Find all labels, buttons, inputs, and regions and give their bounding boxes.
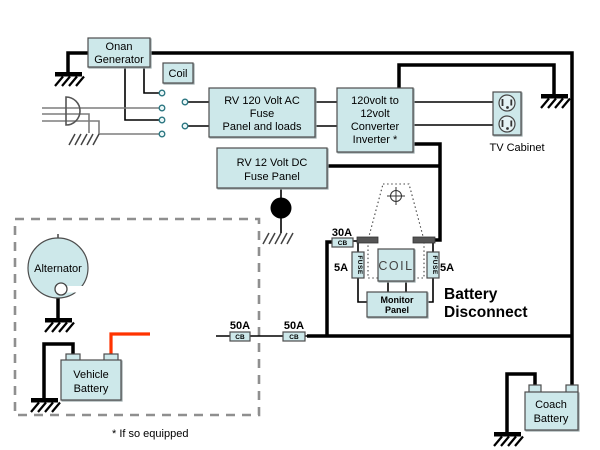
vehicle-battery-box: Vehicle Battery [60, 353, 122, 401]
wire-generator-ground [66, 51, 88, 72]
wire-generator-output-2 [124, 67, 159, 121]
outlet-icon-top [498, 94, 516, 112]
generator-label-2: Generator [94, 54, 144, 66]
converter-label-4: Inverter * [353, 134, 398, 146]
monitor-panel-label-2: Panel [385, 305, 409, 315]
breaker-50a-left-cb-label: CB [235, 334, 245, 341]
monitor-panel-label-1: Monitor [381, 295, 414, 305]
fuse-left-rating: 5A [334, 262, 348, 274]
main-breakers: CB 50A CB 50A [229, 320, 306, 342]
breaker-30a-cb-label: CB [338, 240, 348, 247]
junction-dot [270, 197, 292, 219]
disconnect-right-terminal [412, 236, 436, 244]
ground-symbol-generator [53, 70, 86, 88]
coach-battery-label-1: Coach [535, 399, 567, 411]
wire-shore-ground [42, 113, 90, 133]
fuse-left-box [351, 251, 365, 279]
terminal-panel-1 [181, 98, 189, 106]
ground-symbol-coach-battery [492, 430, 525, 448]
terminal-shore-1 [158, 104, 166, 112]
shore-power-plug-icon [65, 96, 81, 126]
fuse-left-label: FUSE [356, 255, 363, 275]
battery-disconnect-housing-outline [367, 183, 425, 279]
breaker-50a-right-cb-label: CB [289, 334, 299, 341]
alternator-pulley-icon [54, 282, 68, 296]
battery-disconnect-title-1: Battery [444, 286, 498, 303]
wire-left-fuse-to-monitor [357, 278, 367, 303]
monitor-panel-box [366, 291, 428, 318]
coach-battery-box: Coach Battery [524, 384, 579, 431]
ac-fuse-panel-box: RV 120 Volt AC Fuse Panel and loads [208, 87, 316, 138]
vehicle-battery-label-2: Battery [74, 383, 109, 395]
ground-symbol-vehicle-battery [29, 396, 62, 414]
battery-disconnect-title-2: Disconnect [444, 304, 528, 321]
wire-converter-dc-output [413, 142, 442, 242]
breaker-50a-left-rating: 50A [230, 320, 250, 332]
terminal-shore-2 [158, 130, 166, 138]
alternator-label: Alternator [34, 263, 82, 275]
disconnect-left-terminal [356, 236, 379, 244]
fuse-right-label: FUSE [431, 255, 438, 275]
fuse-right-rating: 5A [440, 262, 454, 274]
wire-30a-drop [325, 240, 332, 336]
wire-vehicle-battery-positive [109, 332, 150, 354]
converter-box: 120volt to 12volt Converter Inverter * [336, 87, 414, 153]
tv-cabinet-outlet: TV Cabinet [489, 91, 545, 154]
generator-label-1: Onan [106, 41, 133, 53]
disconnect-coil-label: COIL [378, 259, 413, 273]
converter-label-3: Converter [351, 121, 400, 133]
terminal-gen-2 [158, 116, 166, 124]
dc-fuse-panel-box: RV 12 Volt DC Fuse Panel [216, 147, 328, 189]
dc-fuse-panel-label-2: Fuse Panel [244, 171, 300, 183]
terminal-gen-1 [158, 89, 166, 97]
ac-fuse-panel-label-3: Panel and loads [223, 121, 302, 133]
dc-fuse-panel-label-1: RV 12 Volt DC [237, 157, 308, 169]
if-so-equipped-boundary [13, 217, 261, 417]
wire-shore-line-2 [42, 120, 159, 135]
wires [42, 51, 574, 432]
wire-generator-to-coach-battery [150, 51, 574, 385]
generator-box: Onan Generator [87, 37, 151, 68]
vehicle-battery-label-1: Vehicle [73, 369, 108, 381]
wire-generator-output-1 [143, 67, 159, 94]
alternator: Alternator [27, 234, 89, 299]
breaker-30a-box [331, 237, 354, 248]
ignition-coil-box: Coil [162, 62, 194, 84]
wire-vehicle-battery-negative [42, 342, 75, 398]
coach-battery-label-2: Battery [534, 413, 569, 425]
terminal-panel-2 [181, 122, 189, 130]
converter-label-1: 120volt to [351, 95, 399, 107]
ground-symbol-tv [539, 92, 572, 110]
transfer-terminals [158, 89, 189, 138]
breaker-50a-right-rating: 50A [284, 320, 304, 332]
breaker-50a-right-box [282, 331, 306, 342]
wire-coach-battery-negative [505, 372, 537, 432]
crosshair-icon [387, 187, 405, 205]
wire-right-fuse-to-monitor [427, 278, 434, 303]
wire-converter-ground [397, 63, 556, 94]
ground-symbol-alternator [43, 316, 76, 334]
chassis-ground-shore [68, 133, 100, 146]
footnote: * If so equipped [112, 428, 188, 440]
battery-disconnect: CB 30A FUSE FUSE 5A 5A COIL Monitor Pane… [331, 227, 528, 321]
converter-label-2: 12volt [360, 108, 389, 120]
breaker-50a-left-box [229, 331, 251, 342]
ignition-coil-label: Coil [169, 68, 188, 80]
fuse-right-box [426, 251, 440, 279]
ac-fuse-panel-label-1: RV 120 Volt AC [224, 95, 300, 107]
tv-cabinet-label: TV Cabinet [489, 142, 544, 154]
ac-fuse-panel-label-2: Fuse [250, 108, 274, 120]
chassis-ground-dc-panel [262, 232, 294, 245]
alternator-highlight [66, 286, 87, 293]
outlet-icon-bottom [498, 115, 516, 133]
disconnect-coil-box [377, 248, 415, 282]
breaker-30a-rating: 30A [332, 227, 352, 239]
